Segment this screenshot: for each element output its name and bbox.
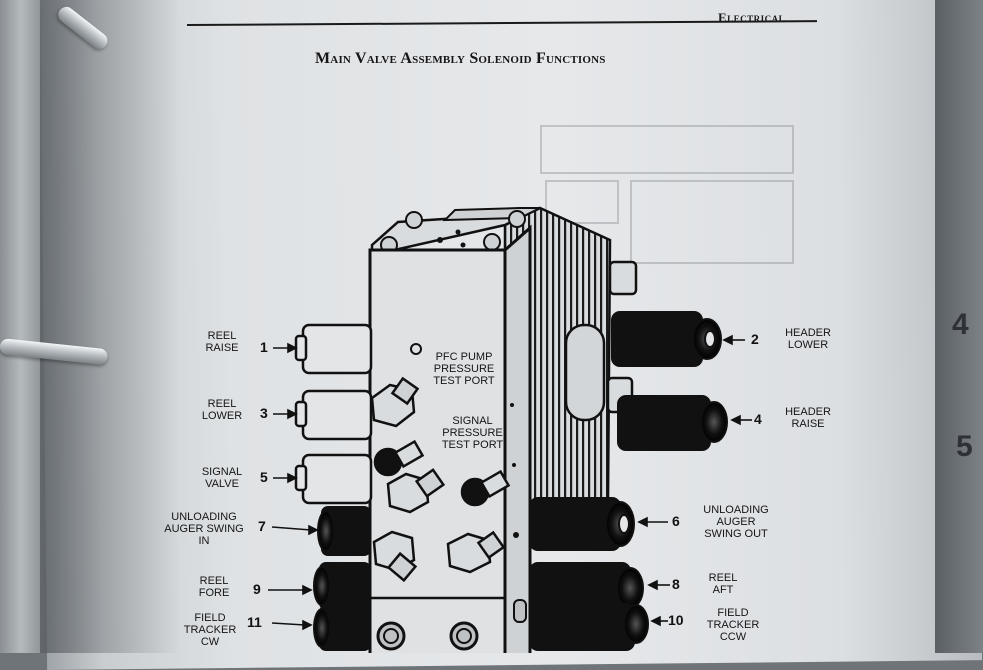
label-line: LOWER (201, 410, 243, 422)
back-page (935, 0, 983, 653)
callout-number: 2 (751, 331, 759, 347)
label-line: RAISE (205, 342, 239, 354)
label-line: SIGNAL (452, 415, 493, 427)
label-line: FORE (198, 587, 230, 599)
fittings (370, 376, 511, 583)
label-line: RAISE (791, 418, 825, 430)
left-solenoids (294, 323, 373, 505)
label-line: HEADER (785, 406, 831, 418)
callout-number: 8 (672, 576, 680, 592)
callout-number: 10 (668, 612, 684, 628)
callout-reel-raise: REEL RAISE (192, 330, 252, 354)
label-line: AUGER (716, 516, 756, 528)
callout-reel-aft: REEL AFT (696, 572, 750, 596)
callout-number: 7 (258, 518, 266, 534)
label-line: REEL (207, 398, 237, 410)
label-line: UNLOADING (703, 504, 769, 516)
label-line: REEL (207, 330, 237, 342)
callout-field-tracker-cw: FIELD TRACKER CW (180, 612, 240, 648)
callout-unloading-auger-swing-out: UNLOADING AUGER SWING OUT (696, 504, 776, 540)
right-solenoids (529, 311, 728, 651)
valve-assembly-drawing (268, 206, 752, 653)
section-label: Electrical (718, 10, 786, 25)
pfc-test-port-label: PFC PUMP PRESSURE TEST PORT (424, 351, 504, 387)
callout-signal-valve: SIGNAL VALVE (192, 466, 252, 490)
label-line: UNLOADING (171, 511, 237, 523)
callout-number: 11 (247, 614, 262, 630)
label-line: FIELD (717, 607, 749, 619)
callout-reel-lower: REEL LOWER (192, 398, 252, 422)
callout-header-raise: HEADER RAISE (776, 406, 840, 430)
callout-header-lower: HEADER LOWER (776, 327, 840, 351)
label-line: HEADER (785, 327, 831, 339)
callout-number: 1 (260, 339, 268, 355)
bleed-through (545, 180, 619, 224)
leader-arrows (268, 334, 752, 631)
label-line: LOWER (787, 339, 829, 351)
label-line: SWING OUT (704, 528, 768, 540)
label-line: PRESSURE (433, 363, 495, 375)
label-line: AFT (712, 584, 734, 596)
callout-number: 5 (260, 469, 268, 485)
label-line: TRACKER (706, 619, 760, 631)
callout-number: 3 (260, 405, 268, 421)
label-line: CW (200, 636, 220, 648)
valve-body-top (370, 206, 541, 257)
callout-field-tracker-ccw: FIELD TRACKER CCW (700, 607, 766, 643)
label-line: TEST PORT (433, 375, 495, 387)
label-line: PRESSURE (442, 427, 503, 439)
signal-test-port-label: SIGNAL PRESSURE TEST PORT (435, 415, 510, 451)
label-line: CCW (719, 631, 747, 643)
callout-number: 4 (754, 411, 762, 427)
callout-unloading-auger-swing-in: UNLOADING AUGER SWING IN (158, 511, 250, 547)
label-line: SIGNAL (201, 466, 243, 478)
label-line: TRACKER (183, 624, 237, 636)
label-line: FIELD (194, 612, 226, 624)
bleed-through (540, 125, 794, 174)
bleed-through (630, 180, 794, 264)
callout-number: 6 (672, 513, 680, 529)
label-line: AUGER SWING (164, 523, 244, 535)
page-shadow (40, 0, 180, 653)
label-line: VALVE (205, 478, 239, 490)
label-line: REEL (708, 572, 738, 584)
label-line: REEL (199, 575, 229, 587)
label-line: PFC PUMP (435, 351, 493, 363)
left-black-solenoids (313, 506, 371, 651)
back-page-number: 4 (952, 308, 969, 341)
callout-number: 9 (253, 581, 261, 597)
back-page-number: 5 (956, 430, 973, 463)
callout-reel-fore: REEL FORE (184, 575, 244, 599)
label-line: IN (198, 535, 210, 547)
page-title: Main Valve Assembly Solenoid Functions (315, 50, 606, 67)
label-line: TEST PORT (441, 439, 504, 451)
